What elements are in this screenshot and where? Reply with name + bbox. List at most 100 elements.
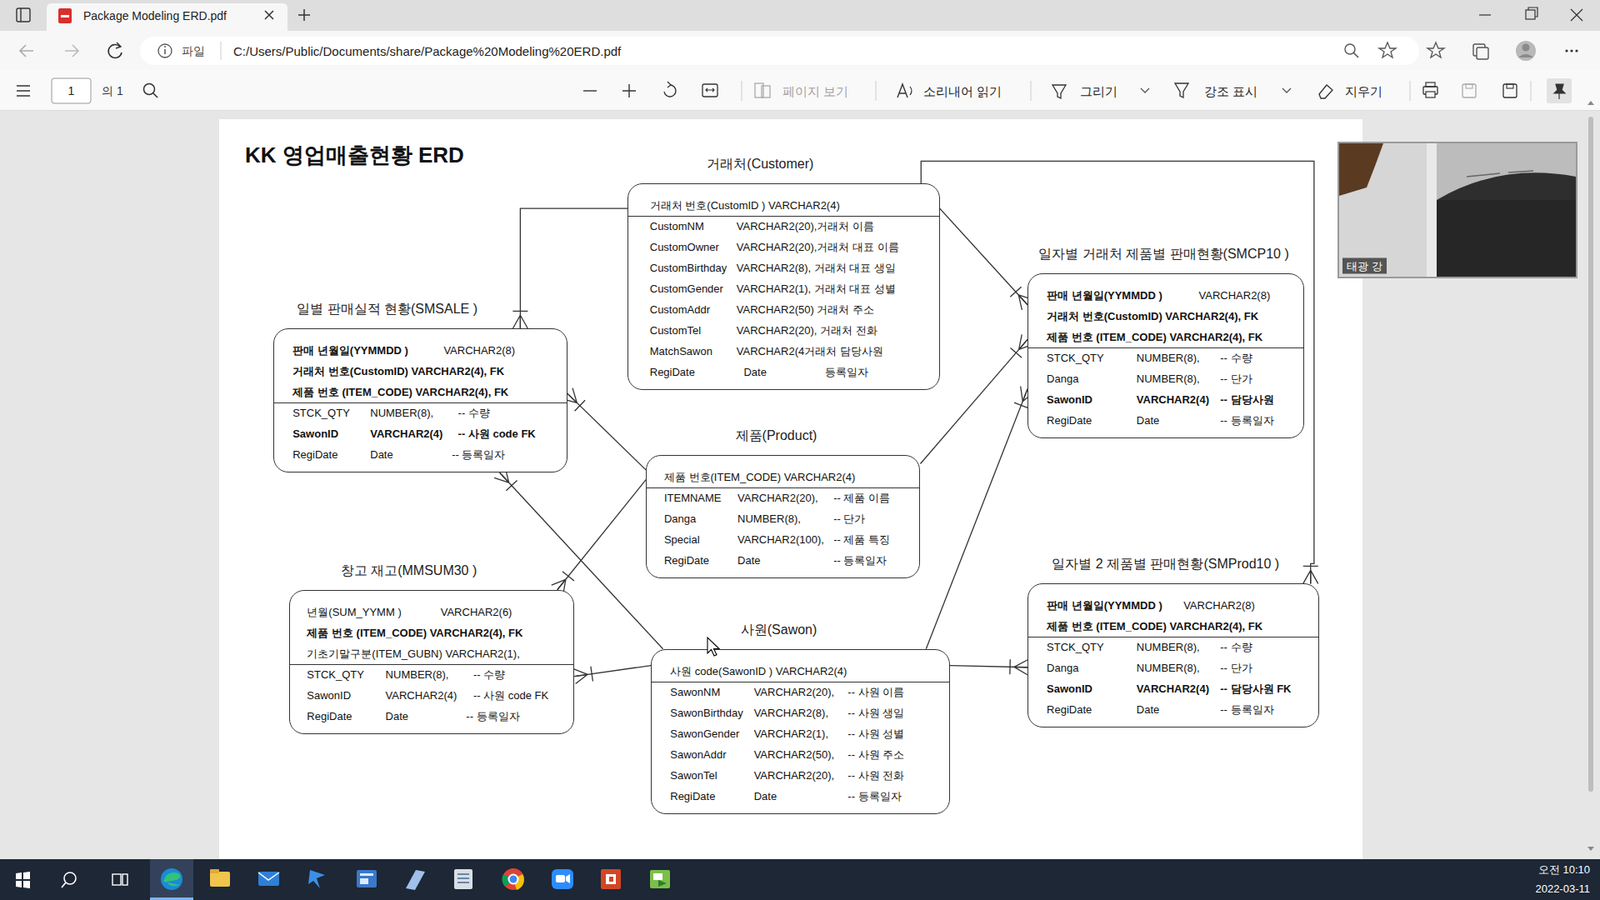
attribute-field: VARCHAR2(4) — [1136, 392, 1210, 408]
pdf-toolbar — [153, 93, 158, 98]
pdf-toolbar — [51, 78, 91, 104]
tab-bar — [1479, 14, 1491, 15]
key-attribute: VARCHAR2(6) — [440, 605, 513, 620]
windows-taskbar — [360, 873, 374, 876]
pdf-toolbar — [1465, 84, 1473, 89]
attribute-field: -- 담당사원 FK — [1220, 681, 1291, 697]
windows-taskbar — [509, 875, 519, 885]
pdf-toolbar — [664, 85, 676, 97]
windows-taskbar — [360, 878, 369, 885]
attribute-field: 등록일자 — [825, 365, 869, 380]
attribute-field: -- 담당사원 — [1220, 392, 1274, 408]
pdf-toolbar — [0, 70, 1600, 111]
pdf-toolbar — [622, 84, 636, 98]
key-divider — [1028, 636, 1319, 638]
attribute-field: VARCHAR2(50), — [754, 747, 835, 763]
mouse-cursor — [707, 637, 720, 656]
toolbar-button: 지우기 — [1345, 83, 1383, 100]
pdf-toolbar — [1503, 84, 1517, 98]
viewer-area — [0, 110, 1600, 860]
tab-bar — [16, 8, 30, 22]
address-bar — [164, 45, 166, 48]
attribute-field: STCK_QTY — [1046, 640, 1105, 655]
attribute-field: -- 제품 특징 — [833, 532, 890, 548]
pdf-toolbar — [1410, 80, 1411, 101]
address-bar — [115, 42, 121, 49]
relationship-line — [512, 208, 628, 329]
entity-name: 창고 재고(MMSUM30 ) — [340, 562, 478, 580]
attribute-field: -- 사원 생일 — [847, 705, 905, 721]
pdf-page — [219, 119, 1363, 860]
attribute-field: -- 사원 code FK — [473, 688, 549, 704]
key-attribute: VARCHAR2(8) — [1183, 598, 1255, 614]
tab-bar — [1570, 9, 1583, 21]
attribute-field: RegiDate — [292, 447, 338, 463]
attribute-field: VARCHAR2(1), 거래처 대표 성별 — [736, 281, 896, 297]
tab-bar — [1525, 10, 1535, 20]
attribute-field: -- 등록일자 — [465, 709, 520, 725]
windows-taskbar — [15, 871, 30, 889]
attribute-field: CustomGender — [650, 281, 724, 297]
entity-name: 일자별 2 제품별 판매현황(SMProd10 ) — [1051, 555, 1280, 573]
attribute-field: VARCHAR2(20), — [737, 490, 819, 506]
tab-bar — [0, 0, 1600, 31]
attribute-field: -- 사원 성별 — [847, 726, 905, 742]
attribute-field: SawonID — [306, 688, 351, 704]
relationship-line — [925, 389, 1028, 650]
attribute-field: Danga — [1046, 371, 1079, 387]
attribute-field: Date — [737, 553, 760, 569]
windows-taskbar — [210, 871, 230, 887]
attribute-field: NUMBER(8), — [1136, 350, 1200, 366]
windows-taskbar — [457, 874, 470, 883]
windows-taskbar — [605, 874, 616, 885]
attribute-field: VARCHAR2(4) — [370, 426, 443, 442]
viewer-area — [0, 100, 1600, 860]
windows-taskbar — [150, 897, 194, 900]
pdf-toolbar — [1140, 88, 1150, 93]
entity-name: 일별 판매실적 현황(SMSALE ) — [296, 300, 478, 318]
key-divider — [290, 664, 575, 665]
attribute-field: CustomOwner — [650, 240, 720, 255]
address-bar — [1427, 42, 1445, 58]
key-attribute: 제품 번호 (ITEM_CODE) VARCHAR2(4), FK — [292, 385, 509, 400]
attribute-field: RegiDate — [1046, 413, 1092, 429]
address-bar — [164, 49, 166, 55]
windows-taskbar — [122, 874, 128, 885]
relationship-line — [940, 208, 1034, 310]
attribute-field: Danga — [664, 511, 696, 527]
attribute-field: VARCHAR2(8), — [754, 705, 829, 721]
webcam-thumbnail — [1339, 143, 1427, 277]
attribute-field: VARCHAR2(20),거래처 대표 이름 — [736, 240, 900, 255]
attribute-field: Danga — [1046, 660, 1079, 676]
pdf-toolbar — [1462, 84, 1476, 98]
windows-taskbar — [210, 869, 220, 874]
address-bar — [0, 30, 1600, 70]
key-attribute: 제품 번호 (ITEM_CODE) VARCHAR2(4), FK — [306, 625, 523, 641]
webcam-name: 태광 강 — [1342, 258, 1387, 275]
address-bar — [1518, 54, 1534, 58]
attribute-field: CustomAddr — [650, 302, 710, 318]
windows-taskbar — [356, 870, 377, 888]
pdf-toolbar — [0, 70, 1600, 111]
attribute-field: -- 사원 이름 — [847, 685, 905, 700]
toolbar-button: 소리내어 읽기 — [923, 83, 1002, 100]
address-bar — [158, 44, 172, 58]
address-bar — [0, 30, 1600, 70]
key-attribute: 기초기말구분(ITEM_GUBN) VARCHAR2(1), — [306, 646, 520, 662]
pdf-toolbar — [1319, 85, 1333, 99]
attribute-field: ITEMNAME — [664, 490, 722, 506]
attribute-field: VARCHAR2(8), 거래처 대표 생일 — [736, 260, 896, 276]
attribute-field: CustomNM — [650, 219, 705, 235]
attribute-field: Date — [385, 709, 409, 725]
key-attribute: 제품 번호 (ITEM_CODE) VARCHAR2(4), FK — [1046, 330, 1263, 345]
pdf-page — [219, 119, 1363, 860]
attribute-field: RegiDate — [1046, 702, 1092, 718]
attribute-field: STCK_QTY — [292, 405, 350, 421]
attribute-field: NUMBER(8), — [385, 667, 450, 683]
attribute-field: -- 수량 — [458, 405, 490, 421]
address-bar — [1476, 47, 1489, 60]
relationship-line — [925, 385, 1035, 649]
relationship-line — [520, 208, 628, 329]
windows-taskbar — [258, 872, 280, 880]
address-bar — [1379, 42, 1396, 58]
